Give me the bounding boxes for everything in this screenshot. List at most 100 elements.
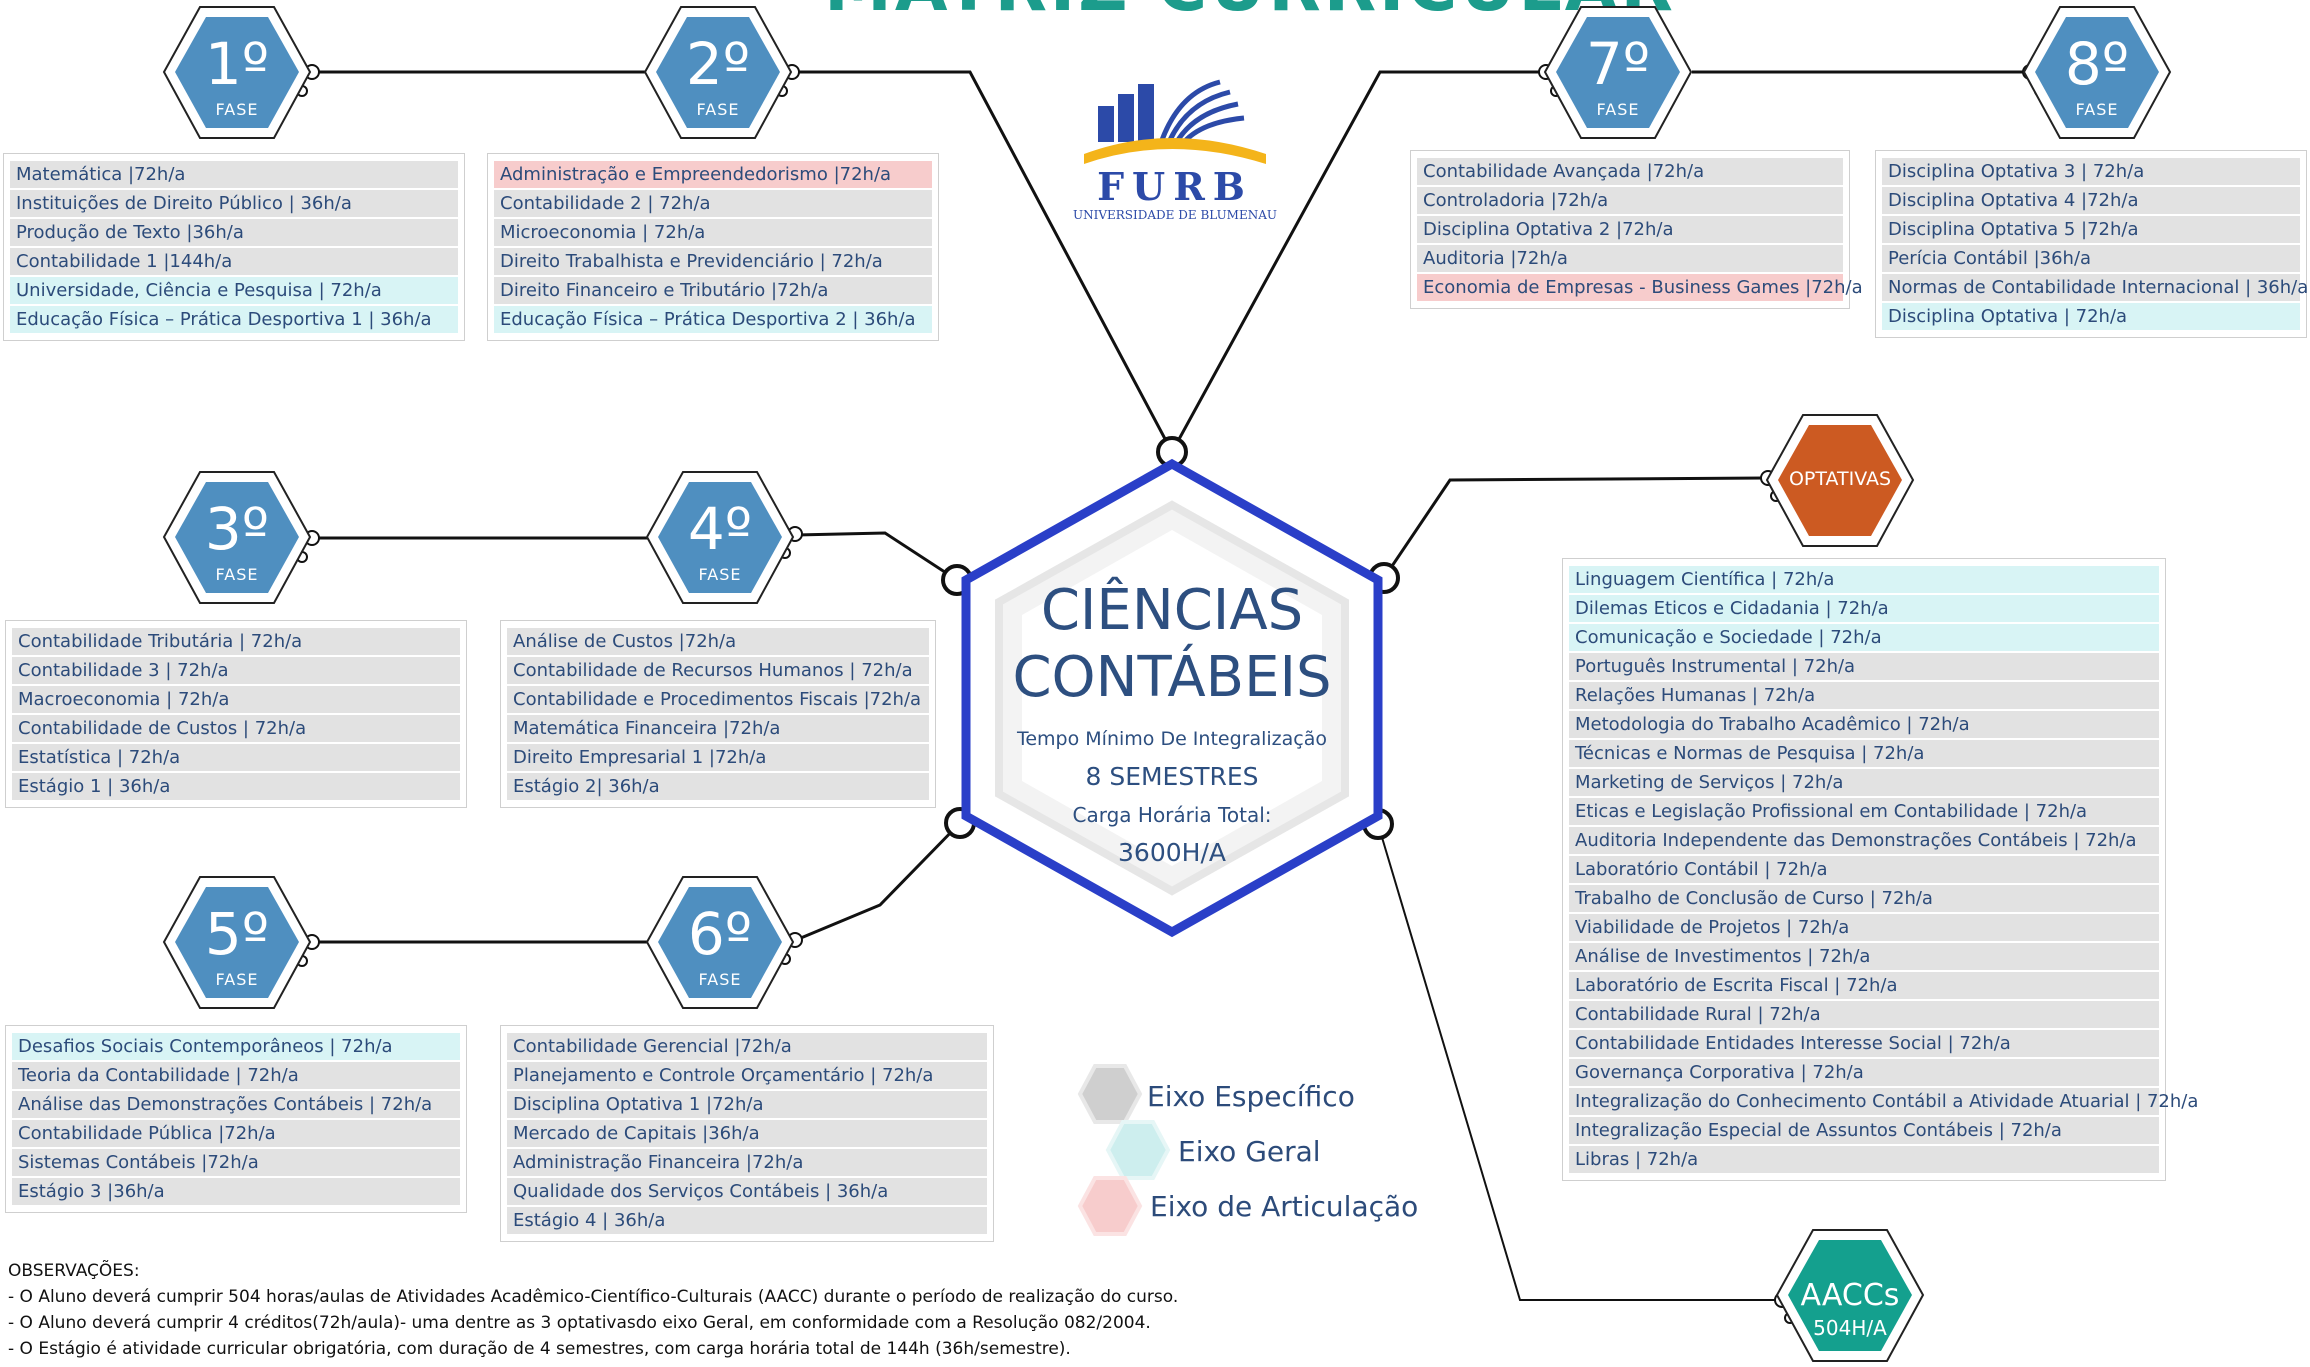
hexagon-icon — [645, 471, 795, 604]
phase-badge-7: 7º FASE — [1543, 5, 1693, 140]
hexagon-icon — [162, 876, 312, 1009]
course-item: Libras | 72h/a — [1569, 1146, 2159, 1173]
course-item: Instituições de Direito Público | 36h/a — [10, 190, 458, 217]
observation-item: - O Aluno deverá cumprir 4 créditos(72h/… — [8, 1313, 1151, 1333]
phase-1-courses: Matemática |72h/a Instituições de Direit… — [3, 153, 465, 341]
hexagon-icon — [2022, 6, 2172, 139]
course-item: Governança Corporativa | 72h/a — [1569, 1059, 2159, 1086]
furb-emblem-icon — [1084, 79, 1266, 164]
aaccs-hours: 504H/A — [1813, 1316, 1887, 1340]
phase-label: FASE — [696, 100, 740, 119]
course-item: Análise de Investimentos | 72h/a — [1569, 943, 2159, 970]
phase-label: FASE — [215, 970, 259, 989]
course-item: Perícia Contábil |36h/a — [1882, 245, 2300, 272]
hexagon-icon — [162, 6, 312, 139]
total-hours-label: Carga Horária Total: — [1072, 803, 1272, 827]
phase-label: FASE — [698, 970, 742, 989]
course-item: Administração Financeira |72h/a — [507, 1149, 987, 1176]
phase-label: FASE — [698, 565, 742, 584]
course-item: Educação Física – Prática Desportiva 2 |… — [494, 306, 932, 333]
course-item: Dilemas Eticos e Cidadania | 72h/a — [1569, 595, 2159, 622]
course-item: Direito Trabalhista e Previdenciário | 7… — [494, 248, 932, 275]
course-item: Integralização do Conhecimento Contábil … — [1569, 1088, 2198, 1115]
course-item: Laboratório Contábil | 72h/a — [1569, 856, 2159, 883]
course-item: Contabilidade de Recursos Humanos | 72h/… — [507, 657, 929, 684]
optativas-label: OPTATIVAS — [1788, 468, 1892, 490]
phase-label: FASE — [2075, 100, 2119, 119]
optativas-courses: Linguagem Científica | 72h/a Dilemas Eti… — [1562, 558, 2198, 1181]
phase-6-courses: Contabilidade Gerencial |72h/a Planejame… — [500, 1025, 994, 1242]
course-item: Administração e Empreendedorismo |72h/a — [494, 161, 932, 188]
course-item: Contabilidade de Custos | 72h/a — [12, 715, 460, 742]
phase-4-courses: Análise de Custos |72h/a Contabilidade d… — [500, 620, 936, 808]
course-item: Teoria da Contabilidade | 72h/a — [12, 1062, 460, 1089]
course-item: Disciplina Optativa 2 |72h/a — [1417, 216, 1843, 243]
observations: OBSERVAÇÕES: - O Aluno deverá cumprir 50… — [8, 1258, 1308, 1362]
course-item: Produção de Texto |36h/a — [10, 219, 458, 246]
course-item: Técnicas e Normas de Pesquisa | 72h/a — [1569, 740, 2159, 767]
course-item: Laboratório de Escrita Fiscal | 72h/a — [1569, 972, 2159, 999]
course-item: Disciplina Optativa 1 |72h/a — [507, 1091, 987, 1118]
page-title: MATRIZ CURRICULAR — [700, 0, 1800, 27]
phase-badge-1: 1º FASE — [162, 5, 312, 140]
course-item: Planejamento e Controle Orçamentário | 7… — [507, 1062, 987, 1089]
course-name-line1: CIÊNCIAS — [1040, 578, 1304, 643]
course-item: Contabilidade Tributária | 72h/a — [12, 628, 460, 655]
course-item: Disciplina Optativa 3 | 72h/a — [1882, 158, 2300, 185]
course-item: Contabilidade Entidades Interesse Social… — [1569, 1030, 2159, 1057]
hexagon-icon — [1543, 6, 1693, 139]
course-item: Integralização Especial de Assuntos Cont… — [1569, 1117, 2159, 1144]
phase-badge-6: 6º FASE — [645, 875, 795, 1010]
course-item: Contabilidade e Procedimentos Fiscais |7… — [507, 686, 929, 713]
phase-8-courses: Disciplina Optativa 3 | 72h/a Disciplina… — [1875, 150, 2308, 338]
logo-subtitle: UNIVERSIDADE DE BLUMENAU — [1072, 208, 1278, 222]
course-item: Auditoria Independente das Demonstrações… — [1569, 827, 2159, 854]
phase-badge-3: 3º FASE — [162, 470, 312, 605]
hexagon-icon — [643, 6, 793, 139]
phase-badge-8: 8º FASE — [2022, 5, 2172, 140]
course-item: Direito Empresarial 1 |72h/a — [507, 744, 929, 771]
course-item: Disciplina Optativa | 72h/a — [1882, 303, 2300, 330]
course-item: Matemática |72h/a — [10, 161, 458, 188]
course-item: Análise das Demonstrações Contábeis | 72… — [12, 1091, 460, 1118]
phase-number: 2º — [685, 30, 751, 98]
optativas-badge: OPTATIVAS — [1765, 413, 1915, 548]
course-item: Educação Física – Prática Desportiva 1 |… — [10, 306, 458, 333]
observation-item: - O Aluno deverá cumprir 504 horas/aulas… — [8, 1287, 1179, 1307]
course-item: Macroeconomia | 72h/a — [12, 686, 460, 713]
legend-eixo-articulacao: Eixo de Articulação — [1150, 1190, 1419, 1223]
course-item: Linguagem Científica | 72h/a — [1569, 566, 2159, 593]
legend-eixo-especifico: Eixo Específico — [1147, 1080, 1355, 1113]
phase-7-courses: Contabilidade Avançada |72h/a Controlado… — [1410, 150, 1863, 309]
phase-3-courses: Contabilidade Tributária | 72h/a Contabi… — [5, 620, 467, 808]
course-item: Contabilidade Rural | 72h/a — [1569, 1001, 2159, 1028]
phase-5-courses: Desafios Sociais Contemporâneos | 72h/a … — [5, 1025, 467, 1213]
phase-number: 1º — [204, 30, 270, 98]
legend-eixo-geral: Eixo Geral — [1178, 1135, 1321, 1168]
min-duration-value: 8 SEMESTRES — [1085, 762, 1259, 791]
eixo-articulacao-hex-icon — [1077, 1176, 1143, 1236]
aaccs-badge: AACCs 504H/A — [1775, 1228, 1925, 1363]
phase-number: 7º — [1585, 30, 1651, 98]
course-item: Relações Humanas | 72h/a — [1569, 682, 2159, 709]
course-item: Contabilidade Gerencial |72h/a — [507, 1033, 987, 1060]
hexagon-icon — [1775, 1229, 1925, 1362]
phase-badge-5: 5º FASE — [162, 875, 312, 1010]
course-item: Contabilidade 1 |144h/a — [10, 248, 458, 275]
phase-number: 3º — [204, 495, 270, 563]
phase-label: FASE — [1596, 100, 1640, 119]
course-item: Marketing de Serviços | 72h/a — [1569, 769, 2159, 796]
phase-badge-2: 2º FASE — [643, 5, 793, 140]
course-item: Português Instrumental | 72h/a — [1569, 653, 2159, 680]
course-item: Sistemas Contábeis |72h/a — [12, 1149, 460, 1176]
phase-badge-4: 4º FASE — [645, 470, 795, 605]
course-item: Eticas e Legislação Profissional em Cont… — [1569, 798, 2159, 825]
phase-number: 5º — [204, 900, 270, 968]
observation-item: - O Estágio é atividade curricular obrig… — [8, 1339, 1071, 1359]
course-item: Estágio 2| 36h/a — [507, 773, 929, 800]
course-item: Análise de Custos |72h/a — [507, 628, 929, 655]
furb-logo: FURB UNIVERSIDADE DE BLUMENAU — [1070, 72, 1280, 232]
course-item: Matemática Financeira |72h/a — [507, 715, 929, 742]
course-item: Metodologia do Trabalho Acadêmico | 72h/… — [1569, 711, 2159, 738]
